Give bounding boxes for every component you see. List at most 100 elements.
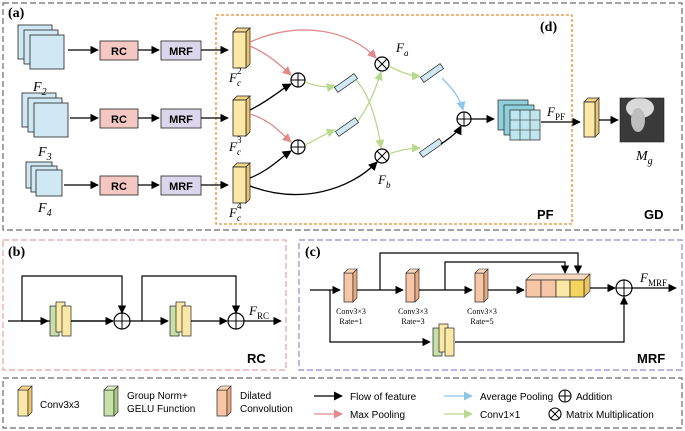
rc-add-node-2 [227,312,245,330]
arrow-vec4-addfinal [440,125,462,145]
mul-node-2 [374,148,390,164]
mg-label: Mg [635,149,653,167]
arrow-fc3-add2-red [249,113,292,143]
mrf-skip-2 [444,261,570,290]
panel-c-footer: MRF [637,351,665,366]
arrow-fc4-add2 [249,150,292,179]
dilated-conv-3 [474,268,489,303]
arrow-mul2-vec4-green [388,143,421,155]
panel-d-footer: PF [537,207,554,222]
dconv1-label-1: Conv3×3 [336,307,366,316]
fc2-label: Fc2 [228,66,241,88]
mrf-skip-1 [379,252,583,290]
input-label-f2: F2 [32,80,47,98]
panel-a-footer: GD [644,207,664,222]
mrf-block-2-label: MRF [169,114,193,126]
legend-gn-swatch [103,385,119,417]
legend-conv-swatch [17,385,33,417]
rc-unit-1 [49,301,72,337]
arrow-mul1-vec3-green [388,65,421,81]
feature-map-fc3 [232,95,251,137]
arrow-fc2-add1-red [249,45,292,76]
add-node-final [456,111,472,127]
mrf-block-1-label: MRF [169,46,193,58]
fmrf-label: FMRF [639,270,667,288]
legend-gn-label-2: GELU Function [127,404,195,415]
fc4-label: Fc4 [228,201,242,223]
mrf-bottom-branch [329,290,431,347]
add-node-1 [290,72,306,88]
legend-matmul-icon [548,407,562,421]
rc-skip-1 [21,275,127,321]
legend-matmul-label: Matrix Multiplication [566,410,654,421]
frc-label: FRC [248,303,269,321]
legend-dilated-label-2: Convolution [240,404,293,415]
input-stack-f3 [21,92,69,138]
arrow-add2-vec2-green [304,128,336,146]
panel-b-tag: (b) [8,245,25,260]
panel-c-tag: (c) [305,245,321,260]
rc-block-1-label: RC [111,46,127,58]
dilated-conv-1 [343,268,358,303]
fa-label: Fa [395,40,409,58]
panel-c-frame [298,239,683,371]
fb-label: Fb [377,172,391,190]
mrf-add-node [615,279,633,297]
arrow-fc3-add1 [249,83,292,111]
vector-1 [333,73,359,93]
legend-maxpool-label: Max Pooling [350,410,405,421]
legend-flow-label: Flow of feature [350,392,417,403]
legend-avgpool-label: Average Pooling [480,392,553,403]
feature-map-out [583,97,600,138]
legend-conv1-label: Conv1×1 [480,410,521,421]
panel-b-frame [2,239,287,371]
mrf-bottom-unit [432,323,455,357]
legend-dilated-label-1: Dilated [240,391,271,402]
legend-dilated-swatch [216,385,232,417]
dconv3-label-1: Conv3×3 [467,307,497,316]
arrow-vec2-mul1-green [356,71,383,123]
dconv3-label-2: Rate=5 [470,317,493,326]
feature-map-fc4 [232,162,251,204]
panel-b-footer: RC [247,351,266,366]
fpf-feature-block [497,99,541,141]
add-node-2 [290,139,306,155]
arrow-vec1-mul2-green [355,79,385,149]
rc-block-2-label: RC [111,114,127,126]
fpf-label: FPF [546,104,565,122]
concat-block [525,273,591,298]
arrow-fc4-mul2 [249,161,378,196]
legend-conv-label: Conv3x3 [40,400,80,411]
fc3-label: Fc3 [228,135,242,157]
panel-a-frame [2,2,683,231]
vector-4 [418,138,444,158]
dconv2-label-2: Rate=3 [401,317,424,326]
rc-block-3-label: RC [111,181,127,193]
mask-mg-image [619,97,665,143]
rc-skip-2 [141,275,241,321]
panel-a-tag: (a) [8,6,25,21]
arrow-add1-vec1-green [304,81,336,93]
input-label-f4: F4 [37,201,52,219]
rc-unit-2 [169,301,192,337]
dilated-conv-2 [405,268,420,303]
feature-map-fc2 [232,27,251,69]
legend-add-icon [558,389,572,403]
legend-add-label: Addition [576,392,612,403]
arrow-vec3-addfinal-blue [441,77,466,111]
panel-d-frame [215,14,573,225]
mrf-block-3-label: MRF [169,181,193,193]
input-label-f3: F3 [37,145,52,163]
legend-frame [2,377,683,429]
mrf-bottom-to-add [455,296,629,343]
input-stack-f2 [17,24,65,70]
rc-add-node-1 [113,312,131,330]
vector-3 [419,63,445,83]
vector-2 [334,117,360,137]
panel-d-tag: (d) [540,20,557,35]
dconv1-label-2: Rate=1 [339,317,362,326]
input-stack-f4 [25,161,63,197]
mul-node-1 [374,56,390,72]
